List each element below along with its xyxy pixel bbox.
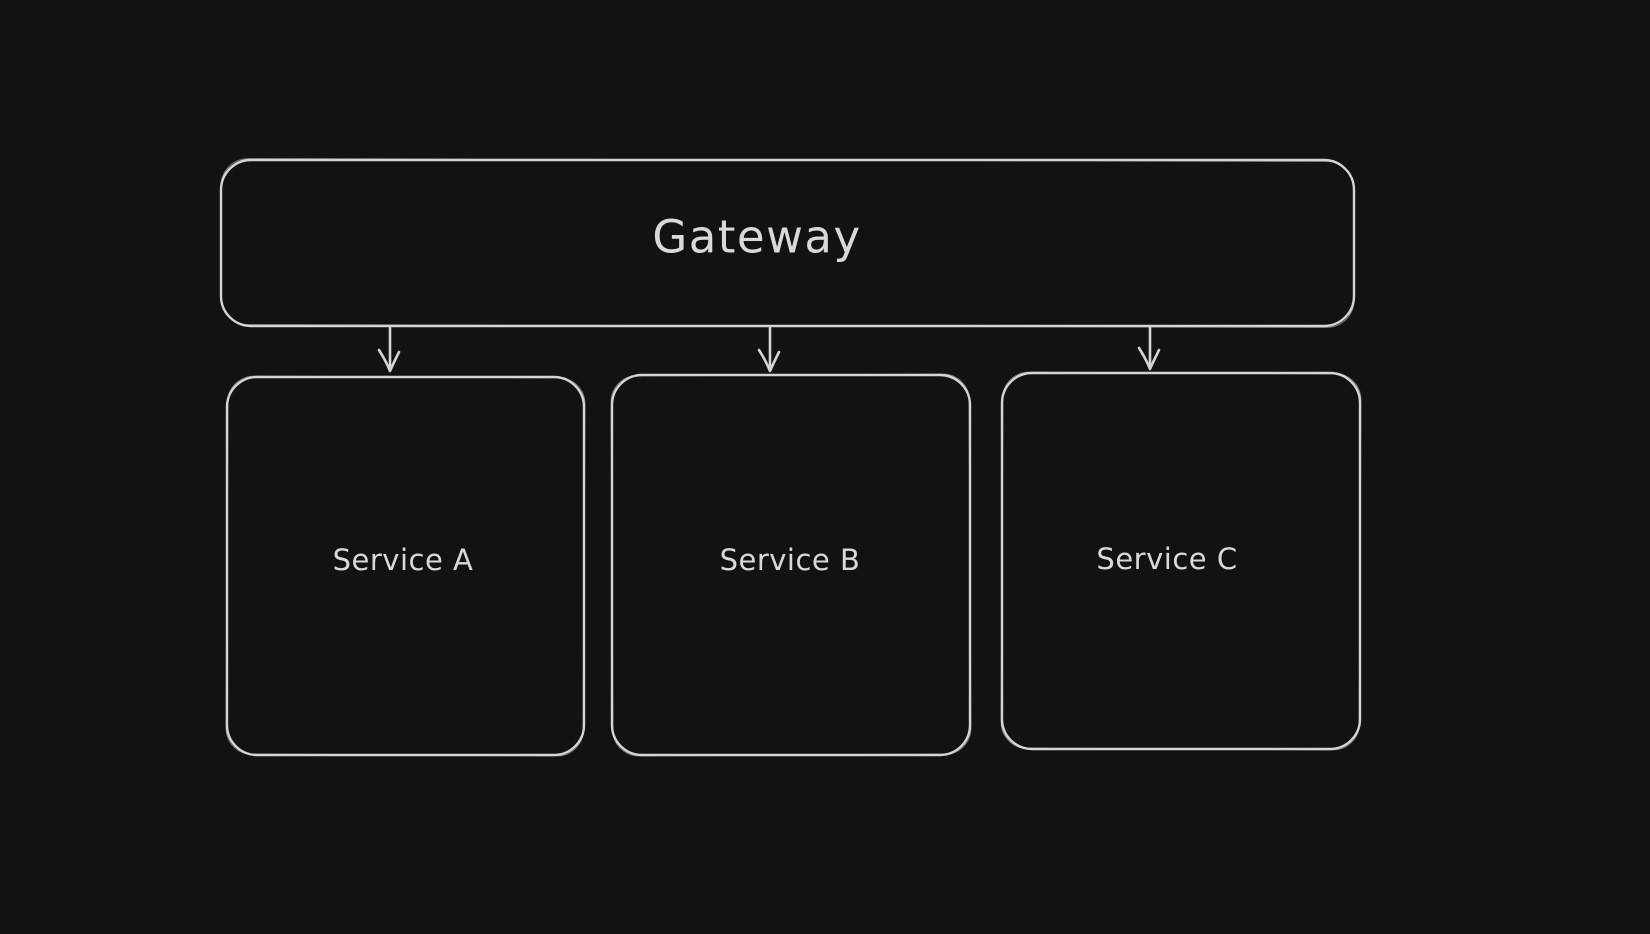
service-c-label: Service C	[1096, 542, 1237, 576]
arrow-head-icon	[377, 348, 401, 373]
arrow-gateway-to-service-a	[377, 326, 401, 373]
service-a-box	[225, 375, 586, 757]
service-b-label: Service B	[720, 543, 861, 577]
service-b-box	[610, 373, 972, 757]
node-service-c: Service C	[1000, 371, 1362, 751]
arrow-head-icon	[757, 348, 781, 373]
service-c-box	[1000, 371, 1362, 751]
node-service-b: Service B	[610, 373, 972, 757]
arrow-gateway-to-service-c	[1137, 325, 1161, 371]
service-a-label: Service A	[333, 543, 474, 577]
node-gateway: Gateway	[219, 158, 1356, 328]
gateway-label: Gateway	[652, 211, 861, 264]
node-service-a: Service A	[225, 375, 586, 757]
arrow-head-icon	[1137, 346, 1161, 371]
arrow-gateway-to-service-b	[757, 326, 781, 373]
gateway-box	[219, 158, 1356, 328]
